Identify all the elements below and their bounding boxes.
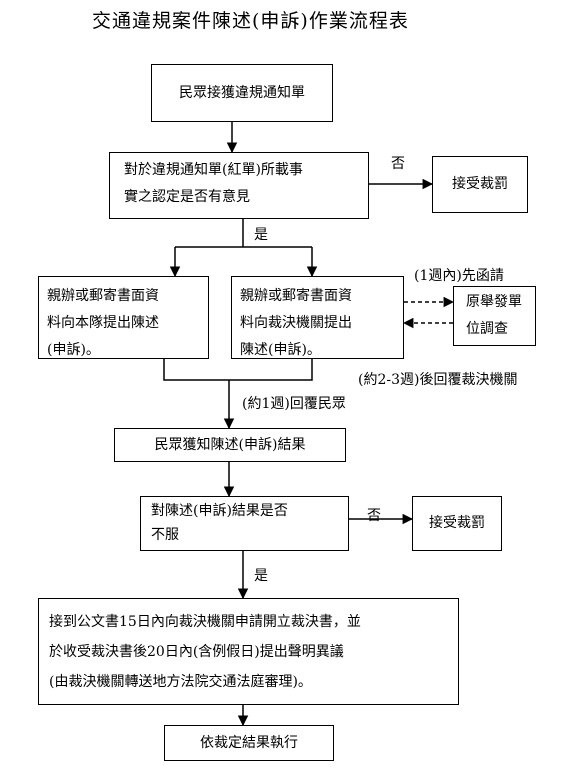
node-dissatisfied: 對陳述(申訴)結果是否 不服 (140, 496, 349, 551)
node-accept-penalty-1: 接受裁罰 (432, 156, 528, 213)
label-reply-2-3-weeks: (約2-3週)後回覆裁決機關 (358, 372, 518, 388)
label-reply-1-week: (約1週)回覆民眾 (242, 396, 346, 412)
node-public-result: 民眾獲知陳述(申訴)結果 (114, 428, 346, 462)
label-one-week-first: (1週內)先函請 (414, 268, 504, 284)
node-has-opinion: 對於違規通知單(紅單)所載事 實之認定是否有意見 (109, 152, 369, 219)
label-no-1: 否 (391, 156, 405, 172)
merge-connector (163, 359, 313, 381)
node-original-unit: 原舉發單 位調查 (453, 286, 536, 346)
node-execute: 依裁定結果執行 (164, 725, 334, 761)
page-title: 交通違規案件陳述(申訴)作業流程表 (92, 10, 409, 32)
label-no-2: 否 (367, 508, 381, 524)
node-accept-penalty-2: 接受裁罰 (412, 496, 502, 551)
node-court: 接到公文書15日內向裁決機關申請開立裁決書，並 於收受裁決書後20日內(含例假日… (38, 598, 459, 705)
label-yes-1: 是 (254, 227, 268, 243)
node-appeal-authority: 親辦或郵寄書面資 料向裁決機關提出 陳述(申訴)。 (231, 276, 404, 359)
label-yes-2: 是 (254, 568, 268, 584)
node-receive-notice: 民眾接獲違規通知單 (151, 64, 333, 122)
node-appeal-squad: 親辦或郵寄書面資 料向本隊提出陳述 (申訴)。 (38, 276, 209, 359)
